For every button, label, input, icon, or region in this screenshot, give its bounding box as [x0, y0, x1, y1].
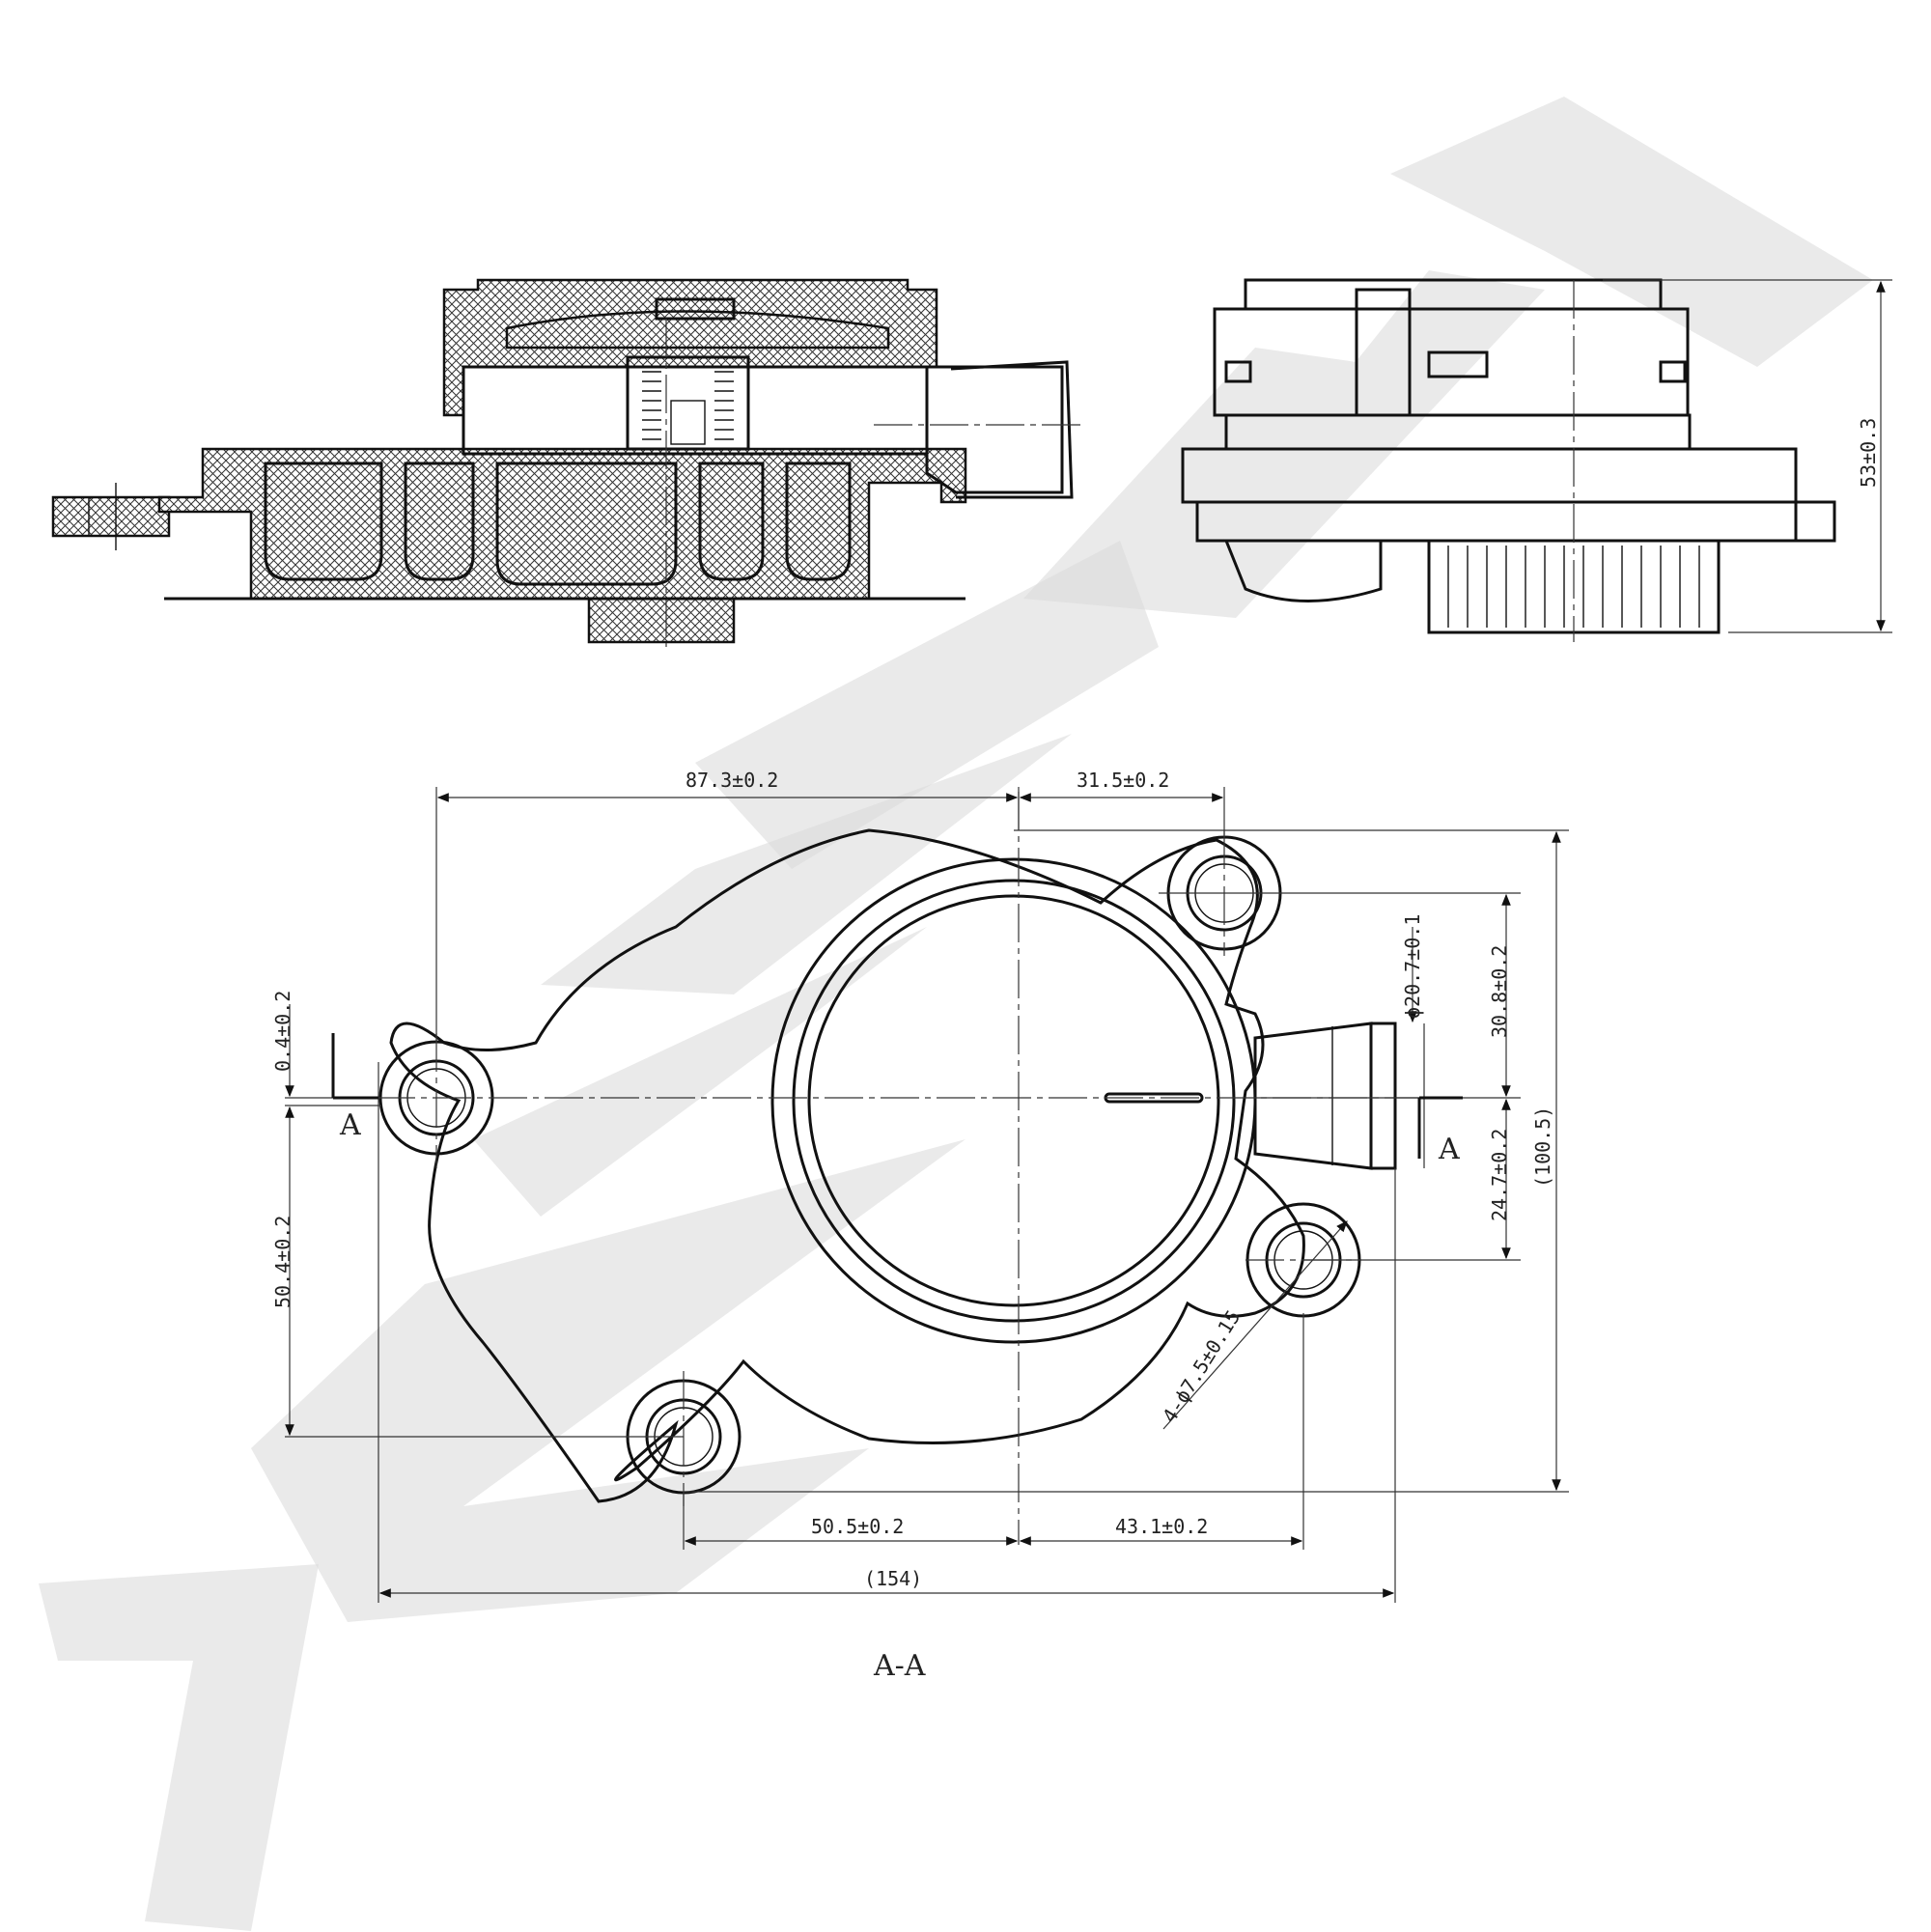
section-label: A-A	[873, 1649, 926, 1683]
dim-30-8: 30.8±0.2	[1488, 945, 1511, 1038]
dim-0-4: 0.4±0.2	[271, 991, 294, 1072]
dimension-lines	[285, 787, 1569, 1603]
dim-50-5: 50.5±0.2	[811, 1515, 904, 1538]
dim-100-5: (100.5)	[1531, 1106, 1554, 1188]
section-mark-right: A	[1438, 1133, 1460, 1166]
dim-31-5: 31.5±0.2	[1077, 769, 1169, 792]
watermark-logo	[39, 97, 1873, 1931]
dim-phi-20-7: ϕ20.7±0.1	[1401, 914, 1424, 1019]
side-view-right	[1181, 278, 1892, 642]
dim-87-3: 87.3±0.2	[686, 769, 778, 792]
dim-43-1: 43.1±0.2	[1115, 1515, 1208, 1538]
section-mark-left: A	[339, 1108, 361, 1142]
section-view-side	[51, 278, 1081, 647]
dim-154: (154)	[864, 1567, 922, 1590]
watermark-text: ZENNEK	[1921, 1925, 1931, 1927]
dim-50-4: 50.4±0.2	[271, 1216, 294, 1308]
dim-53: 53±0.3	[1857, 418, 1880, 488]
dim-4-phi-7-5: 4-ϕ7.5±0.15	[1158, 1306, 1245, 1427]
dim-24-7: 24.7±0.2	[1488, 1129, 1511, 1221]
